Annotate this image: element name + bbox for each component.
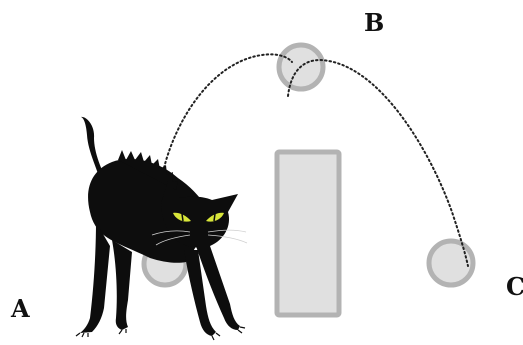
ball-position-c [426,238,476,288]
trajectory-b-to-c [287,58,469,267]
cat-back-leg-left [80,222,110,333]
point-label-a: A [11,294,30,323]
cat-whiskers [151,229,248,246]
obstacle-block [274,149,342,318]
cat-front-leg-right [196,246,240,330]
trajectory-a-to-b [162,53,293,173]
cat-claws [75,326,246,341]
cat-front-leg-left [184,250,216,336]
point-label-b: B [364,8,385,37]
black-cat-icon [75,116,248,341]
cat-back-leg-right [112,240,132,330]
cat-pupil-left [181,213,184,222]
cat-fur-tufts [118,150,178,190]
cat-pupil-right [213,213,216,222]
point-label-c: C [506,272,523,301]
